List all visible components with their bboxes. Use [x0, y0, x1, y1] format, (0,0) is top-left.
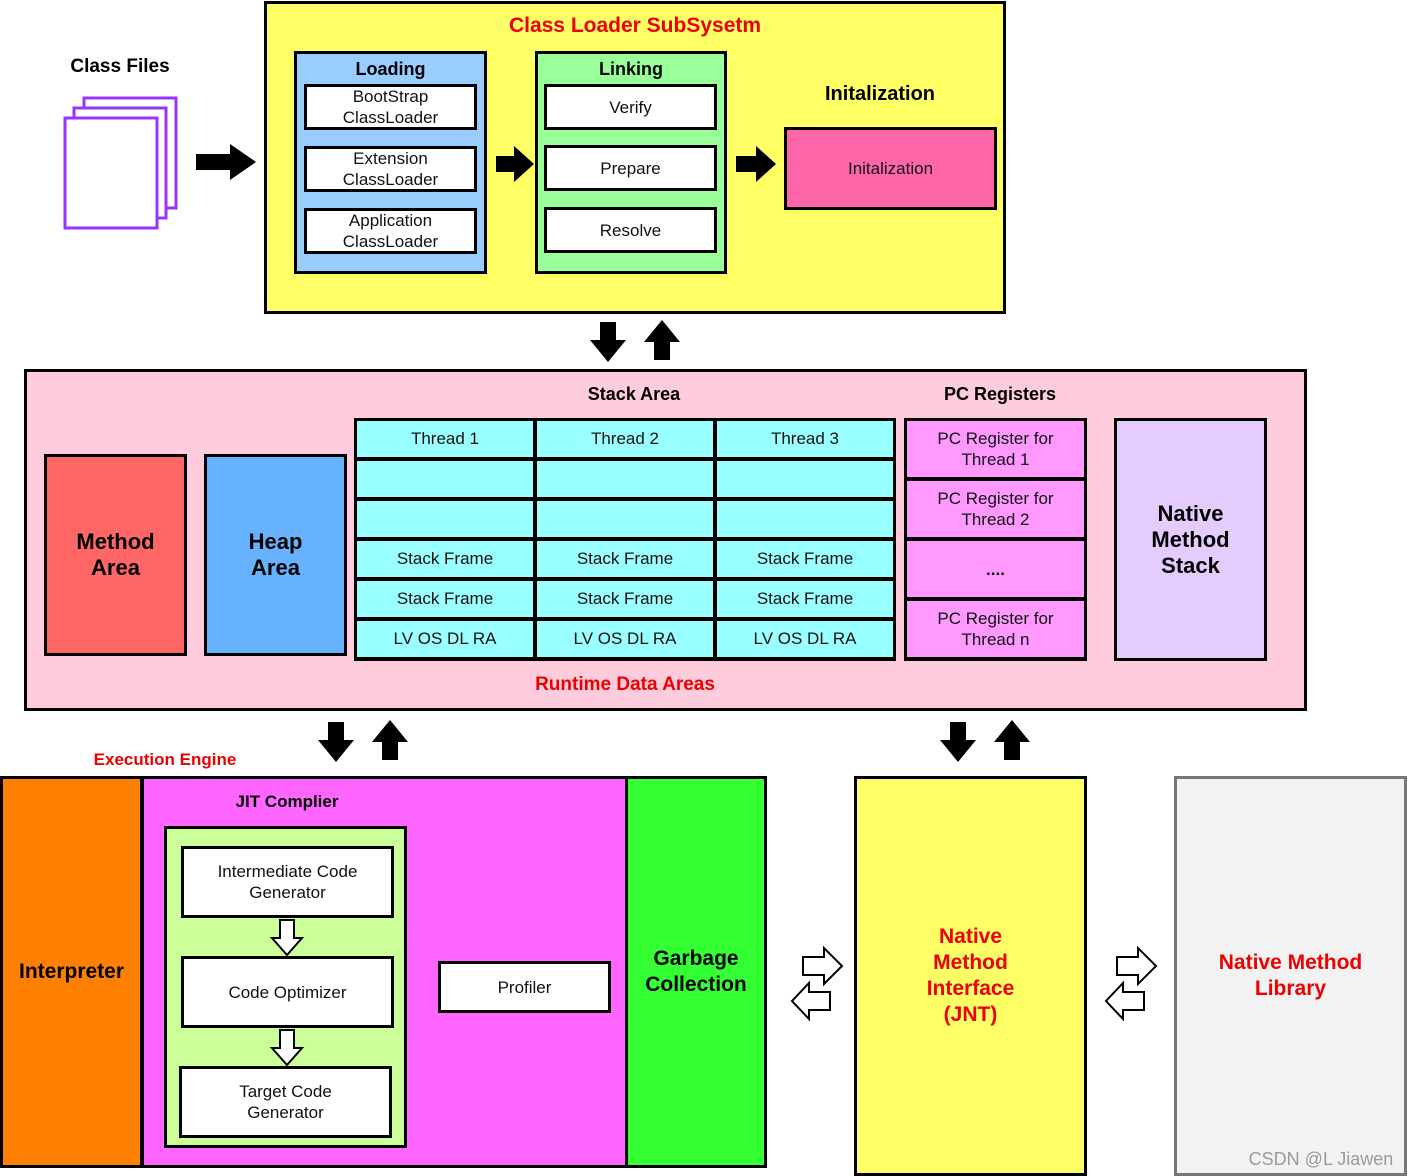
class-loader-title: Class Loader SubSysetm [508, 14, 762, 37]
stack-area-title: Stack Area [587, 384, 681, 404]
code-optimizer: Code Optimizer [181, 956, 394, 1028]
class-files-label: Class Files [70, 56, 170, 77]
watermark: CSDN @L Jiawen [1248, 1149, 1394, 1169]
stack-empty-cell [355, 459, 535, 499]
verify-step: Verify [544, 84, 717, 130]
stack-frame-cell: Stack Frame [535, 539, 715, 579]
native-method-interface: Native Method Interface (JNT) [854, 776, 1087, 1176]
arrow-up-icon [644, 320, 680, 360]
stack-thread-header: Thread 2 [535, 419, 715, 459]
runtime-data-areas-title: Runtime Data Areas [535, 674, 715, 695]
arrow-down-icon [940, 722, 976, 762]
interpreter: Interpreter [0, 776, 143, 1168]
method-area: Method Area [44, 454, 187, 656]
stack-area-grid: Thread 1 Thread 2 Thread 3 Stack Frame S… [354, 418, 896, 661]
initialization-box: Initalization [784, 127, 997, 210]
arrow-up-icon [994, 720, 1030, 760]
stack-frame-cell: Stack Frame [355, 579, 535, 619]
stack-lv-cell: LV OS DL RA [355, 619, 535, 659]
pc-registers-title: PC Registers [943, 384, 1057, 404]
stack-thread-header: Thread 3 [715, 419, 895, 459]
resolve-step: Resolve [544, 207, 717, 253]
target-code-generator: Target Code Generator [179, 1066, 392, 1138]
loading-title: Loading [355, 59, 426, 79]
stack-empty-cell [535, 499, 715, 539]
stack-empty-cell [715, 459, 895, 499]
native-method-library: Native Method Library [1174, 776, 1407, 1176]
jit-compiler-title: JIT Complier [235, 792, 339, 811]
garbage-collection: Garbage Collection [625, 776, 767, 1168]
stack-frame-cell: Stack Frame [355, 539, 535, 579]
arrow-down-outline-icon [269, 1029, 305, 1067]
arrow-down-icon [590, 322, 626, 362]
pc-register-thread-n: PC Register for Thread n [905, 599, 1086, 659]
arrow-right-icon [736, 146, 776, 182]
linking-title: Linking [599, 59, 663, 79]
intermediate-code-generator: Intermediate Code Generator [181, 846, 394, 918]
bidirectional-arrow-icon [1104, 945, 1158, 1022]
stack-lv-cell: LV OS DL RA [535, 619, 715, 659]
bootstrap-classloader: BootStrap ClassLoader [304, 84, 477, 130]
pc-register-thread-2: PC Register for Thread 2 [905, 479, 1086, 539]
prepare-step: Prepare [544, 145, 717, 191]
arrow-down-outline-icon [269, 919, 305, 957]
stack-thread-header: Thread 1 [355, 419, 535, 459]
stack-empty-cell [715, 499, 895, 539]
initialization-title: Initalization [825, 83, 935, 105]
bidirectional-arrow-icon [790, 945, 844, 1022]
stack-lv-cell: LV OS DL RA [715, 619, 895, 659]
pc-registers-column: PC Register for Thread 1 PC Register for… [904, 418, 1087, 661]
arrow-down-icon [318, 722, 354, 762]
stack-frame-cell: Stack Frame [535, 579, 715, 619]
native-method-stack: Native Method Stack [1114, 418, 1267, 661]
pc-register-thread-1: PC Register for Thread 1 [905, 419, 1086, 479]
stack-empty-cell [355, 499, 535, 539]
stack-empty-cell [535, 459, 715, 499]
execution-engine-title: Execution Engine [93, 750, 237, 769]
stack-frame-cell: Stack Frame [715, 579, 895, 619]
arrow-right-icon [196, 144, 256, 180]
pc-register-ellipsis: .... [905, 539, 1086, 599]
arrow-right-icon [496, 146, 534, 182]
profiler: Profiler [438, 961, 611, 1013]
extension-classloader: Extension ClassLoader [304, 146, 477, 192]
heap-area: Heap Area [204, 454, 347, 656]
application-classloader: Application ClassLoader [304, 208, 477, 254]
arrow-up-icon [372, 720, 408, 760]
class-files-icon [63, 96, 178, 230]
stack-frame-cell: Stack Frame [715, 539, 895, 579]
